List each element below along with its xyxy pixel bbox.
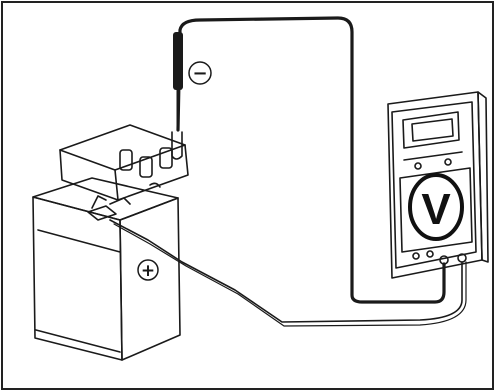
positive-sign: + <box>141 261 155 281</box>
multimeter <box>387 91 489 279</box>
battery-front-face <box>32 196 123 361</box>
negative-terminal-post <box>171 131 183 160</box>
positive-test-lead <box>109 219 463 323</box>
cell-cap <box>119 149 133 171</box>
cell-cap <box>159 147 173 169</box>
battery <box>32 124 189 361</box>
negative-probe <box>173 32 183 90</box>
negative-test-lead <box>176 16 446 304</box>
negative-sign: − <box>192 63 207 84</box>
battery-cover <box>59 124 189 201</box>
cell-cap <box>139 156 153 178</box>
volt-socket-neg <box>439 255 449 265</box>
positive-terminal <box>87 205 117 221</box>
positive-sign-circle <box>137 259 159 281</box>
battery-side-face <box>119 197 181 361</box>
voltmeter-dial <box>408 173 464 241</box>
multimeter-display <box>402 111 460 149</box>
negative-sign-circle <box>188 61 212 85</box>
com-socket <box>412 252 420 260</box>
volt-socket-pos <box>457 253 467 263</box>
voltmeter-symbol: V <box>421 185 451 234</box>
